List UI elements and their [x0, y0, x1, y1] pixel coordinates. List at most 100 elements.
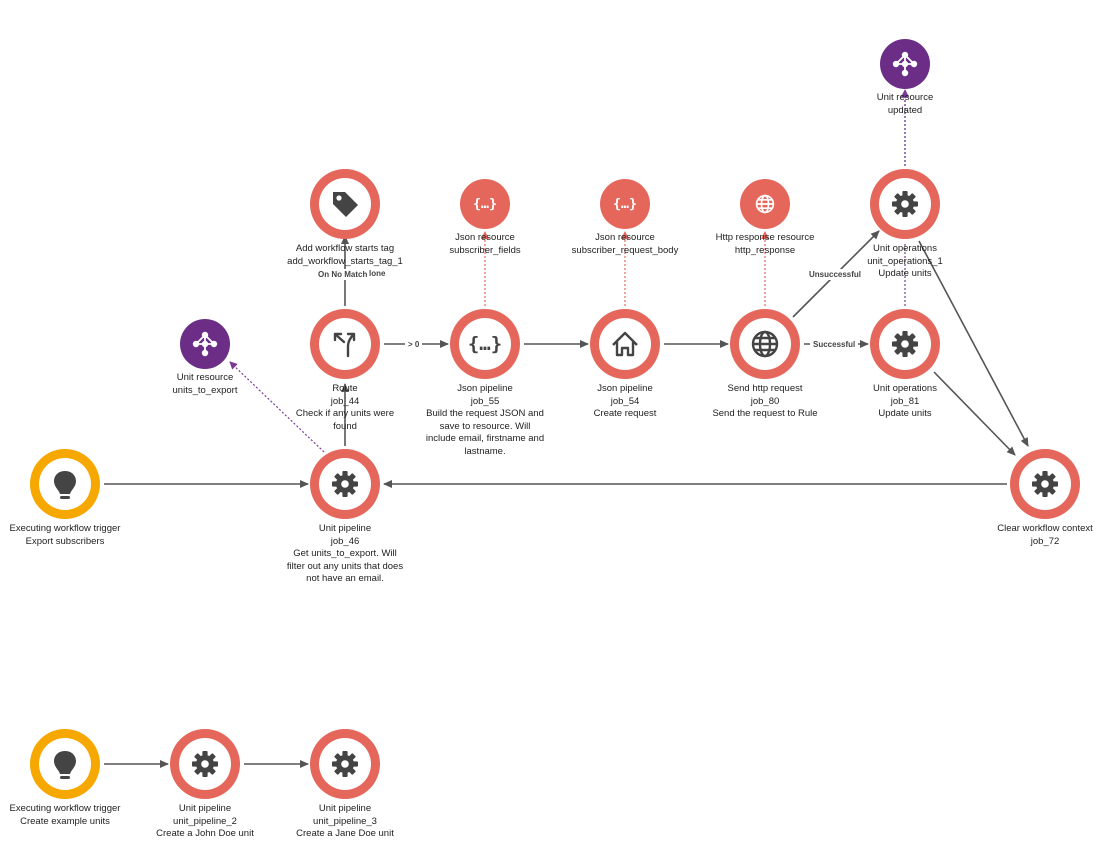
label-line: Unit pipeline: [318, 523, 372, 534]
label-line: Send the request to Rule: [712, 408, 818, 419]
node-json-res-body[interactable]: {…}: [600, 179, 650, 229]
node-json-res-fields[interactable]: {…}: [460, 179, 510, 229]
edge-label-none: lone: [369, 268, 386, 279]
label-line: Unit pipeline: [178, 803, 232, 814]
node-unit-pipe-46[interactable]: [310, 449, 380, 519]
label-line: Update units: [878, 268, 932, 279]
label-line: Json resource: [455, 232, 515, 243]
node-unit-res-updated[interactable]: [880, 39, 930, 89]
globe-icon: [751, 330, 779, 358]
gear-icon: [192, 751, 218, 777]
label-line: Update units: [878, 408, 932, 419]
label-line: Create a John Doe unit: [156, 828, 254, 839]
node-http-req[interactable]: [730, 309, 800, 379]
resource-link-unit-pipeline-46[interactable]: [229, 361, 325, 453]
node-trigger-export[interactable]: [30, 449, 100, 519]
label-line: subscriber_fields: [449, 244, 521, 256]
json-braces-icon: {…}: [468, 333, 502, 355]
label-line: job_81: [890, 395, 920, 407]
label-line: Create request: [593, 408, 657, 419]
svg-text:{…}: {…}: [613, 197, 637, 212]
label-line: unit_pipeline_2: [173, 815, 237, 827]
label-line: Add workflow starts tag: [295, 243, 395, 254]
node-unit-ops-1[interactable]: [870, 169, 940, 239]
label-line: job_44: [330, 395, 360, 407]
node-trigger-create[interactable]: [30, 729, 100, 799]
label-line: Unit operations: [873, 383, 937, 394]
node-json-pipe-55[interactable]: {…}: [450, 309, 520, 379]
gear-icon: [892, 191, 918, 217]
label-line: unit_operations_1: [867, 255, 943, 267]
svg-text:{…}: {…}: [468, 333, 502, 355]
node-route[interactable]: [310, 309, 380, 379]
label-line: Unit resource: [876, 92, 934, 103]
lightbulb-icon: [54, 751, 76, 779]
node-unit-ops-81[interactable]: [870, 309, 940, 379]
gear-icon: [332, 751, 358, 777]
edge-unit-ops-81-to-clear-context[interactable]: [933, 371, 1016, 456]
label-line: Get units_to_export. Will: [293, 548, 397, 559]
label-line: updated: [887, 104, 923, 116]
node-add-tag[interactable]: [310, 169, 380, 239]
label-line: subscriber_request_body: [571, 244, 679, 256]
label-line: Create a Jane Doe unit: [296, 828, 394, 839]
label-line: found: [333, 420, 357, 432]
label-line: Executing workflow trigger: [9, 803, 121, 814]
globe-icon: [755, 194, 775, 214]
node-unit-pipe-2[interactable]: [170, 729, 240, 799]
edge-label-successful: Successful: [810, 339, 859, 350]
label-line: job_80: [750, 395, 780, 407]
label-line: Unit pipeline: [318, 803, 372, 814]
label-line: Json pipeline: [597, 383, 653, 394]
label-line: Json resource: [595, 232, 655, 243]
edge-unit-ops-1-to-clear-context[interactable]: [918, 240, 1029, 447]
tag-icon: [333, 192, 358, 217]
label-line: Check if any units were: [295, 408, 395, 419]
label-line: job_54: [610, 395, 640, 407]
home-icon: [612, 331, 638, 357]
label-line: Build the request JSON and: [426, 408, 544, 419]
label-line: lastname.: [464, 445, 506, 457]
node-http-res[interactable]: [740, 179, 790, 229]
node-clear-ctx[interactable]: [1010, 449, 1080, 519]
route-icon: [333, 332, 356, 358]
label-line: http_response: [734, 244, 796, 256]
label-line: add_workflow_starts_tag_1: [287, 255, 403, 267]
node-json-pipe-54[interactable]: [590, 309, 660, 379]
label-line: include email, firstname and: [425, 433, 545, 444]
label-line: Export subscribers: [25, 535, 105, 547]
json-braces-icon: {…}: [473, 197, 497, 212]
label-line: job_55: [470, 395, 500, 407]
label-line: save to resource. Will: [439, 420, 531, 432]
svg-text:{…}: {…}: [473, 197, 497, 212]
resource-hub-icon: [192, 331, 218, 357]
label-line: Unit operations: [873, 243, 937, 254]
json-braces-icon: {…}: [613, 197, 637, 212]
edge-label-gt-zero: > 0: [405, 339, 423, 350]
label-line: not have an email.: [306, 573, 384, 584]
label-line: Json pipeline: [457, 383, 513, 394]
label-line: Send http request: [727, 383, 803, 394]
label-line: filter out any units that does: [286, 560, 404, 572]
edge-label-unsuccessful: Unsuccessful: [806, 269, 865, 280]
node-unit-pipe-3[interactable]: [310, 729, 380, 799]
node-unit-res-export[interactable]: [180, 319, 230, 369]
gear-icon: [1032, 471, 1058, 497]
gear-icon: [332, 471, 358, 497]
lightbulb-icon: [54, 471, 76, 499]
label-line: units_to_export: [172, 384, 238, 396]
label-line: Route: [332, 383, 358, 394]
